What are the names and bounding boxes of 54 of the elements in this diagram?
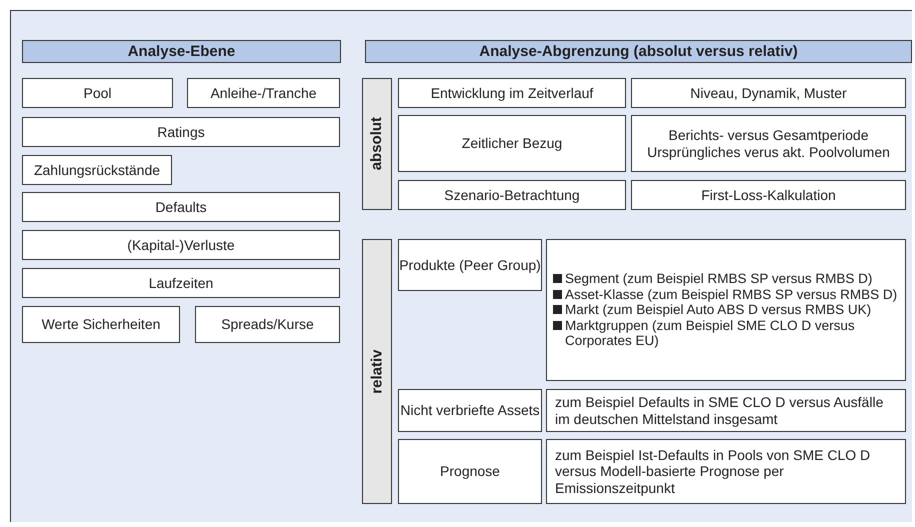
box-text: Niveau, Dynamik, Muster (690, 84, 847, 102)
box-text: zum Beispiel Ist-Defaults in Pools von SME CLO D versus Modell-basierte Prognose per Emissionszeitpunkt (555, 447, 872, 496)
bullet-text: Asset-Klasse (zum Beispiel RMBS SP versus RMBS D) (565, 286, 898, 302)
item-box (398, 180, 626, 210)
box-text: First-Loss-Kalkulation (701, 186, 836, 204)
box-text: Defaults (155, 198, 207, 216)
item-box (631, 180, 906, 210)
item-box (22, 230, 340, 260)
box-text: Analyse-Ebene (128, 42, 236, 60)
description-box (546, 439, 906, 504)
column-header (22, 40, 341, 63)
box-text: Entwicklung im Zeitverlauf (430, 84, 594, 102)
item-box (187, 78, 340, 108)
description-box (546, 389, 906, 432)
item-box (22, 192, 340, 222)
box-text: Pool (83, 84, 112, 102)
box-text: Zeitlicher Bezug (462, 135, 562, 152)
column-header (365, 40, 912, 63)
item-box (398, 439, 542, 504)
category-label: relativ (368, 349, 386, 394)
category-label: absolut (368, 117, 386, 171)
item-box (631, 78, 906, 108)
box-text: Ursprüngliches verus akt. Poolvolumen (647, 144, 890, 160)
item-box (398, 78, 626, 108)
box-text: Anleihe-/Tranche (210, 84, 317, 102)
item-box (398, 389, 542, 432)
item-box (22, 117, 340, 147)
item-box (22, 268, 340, 298)
item-box (22, 155, 172, 185)
box-text: Werte Sicherheiten (42, 316, 160, 333)
item-box (398, 115, 626, 172)
box-text: Produkte (Peer Group) (399, 256, 541, 274)
item-box (22, 78, 173, 108)
box-text: Nicht verbriefte Assets (400, 402, 540, 419)
box-text: Szenario-Betrachtung (444, 186, 580, 204)
bullet-text: Markt (zum Beispiel Auto ABS D versus RMBS UK) (565, 302, 872, 318)
category-bar (362, 78, 392, 210)
box-text: Berichts- versus Gesamtperiode (668, 127, 868, 144)
box-text: zum Beispiel Defaults in SME CLO D versus Ausfälle im deutschen Mittelstand insgesamt (555, 394, 884, 427)
bullet-text: Marktgruppen (zum Beispiel SME CLO D versus Corporates EU) (565, 318, 856, 349)
box-text: Spreads/Kurse (221, 316, 314, 333)
item-box (22, 306, 180, 343)
box-text: (Kapital-)Verluste (127, 236, 235, 254)
bullet-text: Segment (zum Beispiel RMBS SP versus RMBS D) (565, 271, 872, 287)
category-bar (362, 239, 392, 504)
box-text: Ratings (157, 124, 205, 140)
item-box (398, 239, 542, 291)
item-box (195, 306, 340, 343)
item-box (631, 115, 906, 172)
box-text: Zahlungsrückstände (34, 162, 160, 178)
box-text: Laufzeiten (148, 274, 214, 292)
box-text: Analyse-Abgrenzung (absolut versus relativ) (479, 42, 798, 60)
box-text: Prognose (440, 463, 500, 480)
example-list-box (546, 239, 906, 381)
